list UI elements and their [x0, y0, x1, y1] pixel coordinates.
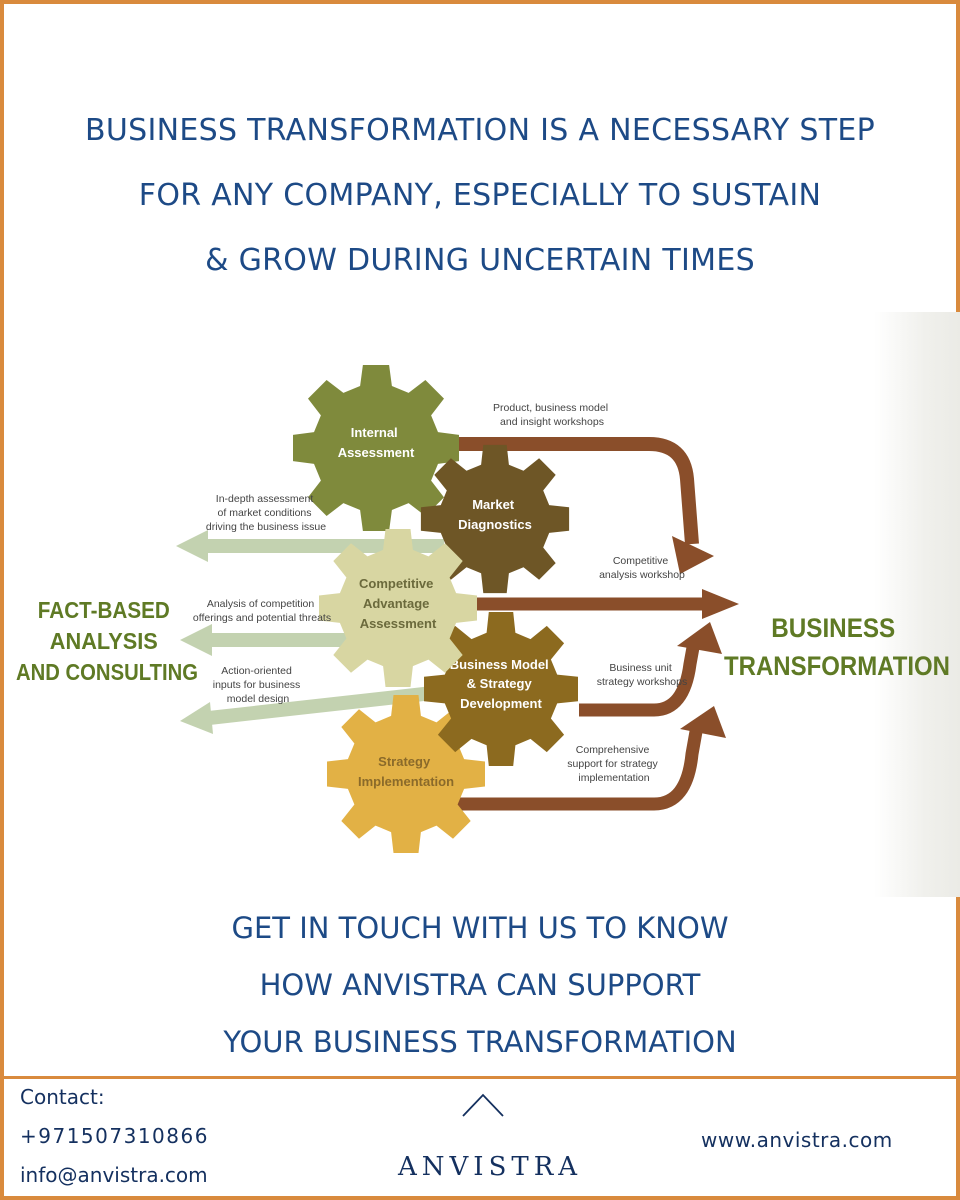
gear-business-model-label-1: Business Model — [450, 657, 549, 672]
left-title-line-3: AND CONSULTING — [16, 659, 198, 685]
gear-business-model-strategy-development: Business Model & Strategy Development — [424, 612, 578, 766]
right-note-4: Comprehensive support for strategy imple… — [567, 744, 660, 784]
gear-competitive-label-2: Advantage — [363, 596, 429, 611]
right-note-2: Competitive analysis workshop — [599, 555, 685, 581]
email-address[interactable]: info@anvistra.com — [20, 1163, 208, 1187]
left-note-1-line-1: In-depth assessment — [216, 493, 314, 505]
right-note-1-line-2: and insight workshops — [500, 416, 604, 428]
arrow-left-head-3 — [180, 702, 213, 734]
svg-text:Market Diagnostics: Market Diagnostics — [458, 497, 532, 532]
contact-label: Contact: — [20, 1085, 105, 1109]
gear-competitive-label-3: Assessment — [360, 616, 437, 631]
left-note-2-line-2: offerings and potential threats — [193, 612, 331, 624]
gear-strategy-label-1: Strategy — [378, 754, 431, 769]
headline-line-1: BUSINESS TRANSFORMATION IS A NECESSARY S… — [84, 113, 875, 148]
gear-internal-label-2: Assessment — [338, 445, 415, 460]
left-note-3-line-3: model design — [227, 693, 290, 705]
right-note-3: Business unit strategy workshops — [597, 662, 687, 688]
right-title-line-1: BUSINESS — [771, 613, 895, 643]
arrow-head-4 — [680, 706, 726, 738]
arrow-head-3 — [677, 622, 722, 654]
anvistra-logo-text: ANVISTRA — [398, 1152, 583, 1182]
gear-strategy-label-2: Implementation — [358, 774, 454, 789]
arrow-head-2 — [702, 589, 739, 619]
phone-number[interactable]: +971507310866 — [20, 1124, 209, 1148]
website-link[interactable]: www.anvistra.com — [701, 1128, 893, 1152]
left-note-2: Analysis of competition offerings and po… — [193, 598, 331, 624]
arrow-strategy-to-transformation — [454, 724, 704, 811]
arrow-left-head-1 — [176, 530, 208, 562]
right-note-4-line-2: support for strategy — [567, 758, 658, 770]
headline-line-2: FOR ANY COMPANY, ESPECIALLY TO SUSTAIN — [138, 178, 822, 213]
call-to-action: GET IN TOUCH WITH US TO KNOW HOW ANVISTR… — [4, 900, 956, 1071]
gear-market-diagnostics: Market Diagnostics — [420, 444, 570, 594]
right-note-1: Product, business model and insight work… — [493, 402, 611, 428]
gear-competitive-label-1: Competitive — [359, 576, 433, 591]
business-transformation-diagram: Internal Assessment Strategy Implementat… — [16, 365, 950, 853]
left-title-line-1: FACT-BASED — [38, 597, 170, 623]
right-note-3-line-1: Business unit — [609, 662, 672, 674]
left-note-3: Action-oriented inputs for business mode… — [213, 665, 303, 705]
gear-business-model-label-3: Development — [460, 696, 542, 711]
contact-block: Contact: +971507310866 info@anvistra.com — [20, 1082, 209, 1190]
svg-text:Competitive Advantage: Competitive Advantage Assessment — [359, 576, 437, 631]
svg-text:Internal Assessment: Internal Assessment — [338, 425, 415, 460]
arrow-head-1 — [672, 536, 714, 574]
right-note-2-line-2: analysis workshop — [599, 569, 685, 581]
svg-text:Business Model & Strat: Business Model & Strategy Development — [450, 657, 553, 711]
footer-divider — [4, 1076, 956, 1079]
left-note-2-line-1: Analysis of competition — [207, 598, 315, 610]
left-title-line-2: ANALYSIS — [50, 628, 158, 654]
cta-line-2: HOW ANVISTRA CAN SUPPORT — [259, 968, 701, 1002]
gear-internal-label-1: Internal — [351, 425, 398, 440]
anvistra-logo-icon — [462, 1093, 504, 1117]
left-note-3-line-2: inputs for business — [213, 679, 301, 691]
right-note-3-line-2: strategy workshops — [597, 676, 687, 688]
left-note-1: In-depth assessment of market conditions… — [206, 493, 326, 533]
svg-text:Strategy Implementatio: Strategy Implementation — [358, 754, 454, 789]
left-note-1-line-3: driving the business issue — [206, 521, 326, 533]
right-title-line-2: TRANSFORMATION — [724, 651, 950, 681]
arrow-left-head-2 — [180, 624, 212, 656]
gear-market-label-2: Diagnostics — [458, 517, 532, 532]
gear-internal-assessment: Internal Assessment — [293, 365, 459, 531]
left-note-3-line-1: Action-oriented — [221, 665, 292, 677]
headline-line-3: & GROW DURING UNCERTAIN TIMES — [205, 243, 755, 278]
right-note-4-line-1: Comprehensive — [576, 744, 650, 756]
right-note-1-line-1: Product, business model — [493, 402, 608, 414]
right-note-4-line-3: implementation — [578, 772, 649, 784]
gear-business-model-label-2: & Strategy — [467, 676, 533, 691]
right-note-2-line-1: Competitive — [613, 555, 669, 567]
left-note-1-line-2: of market conditions — [218, 507, 312, 519]
headline: BUSINESS TRANSFORMATION IS A NECESSARY S… — [4, 98, 956, 293]
cta-line-3: YOUR BUSINESS TRANSFORMATION — [223, 1025, 737, 1059]
arrow-business-model-to-transformation — [579, 640, 701, 717]
diagram-background-shade — [874, 312, 960, 897]
left-title: FACT-BASED ANALYSIS AND CONSULTING — [16, 597, 198, 685]
right-title: BUSINESS TRANSFORMATION — [724, 613, 950, 681]
cta-line-1: GET IN TOUCH WITH US TO KNOW — [231, 911, 729, 945]
gear-market-label-1: Market — [472, 497, 515, 512]
gear-competitive-advantage-assessment: Competitive Advantage Assessment — [319, 529, 477, 687]
arrow-internal-to-transformation — [444, 437, 699, 545]
